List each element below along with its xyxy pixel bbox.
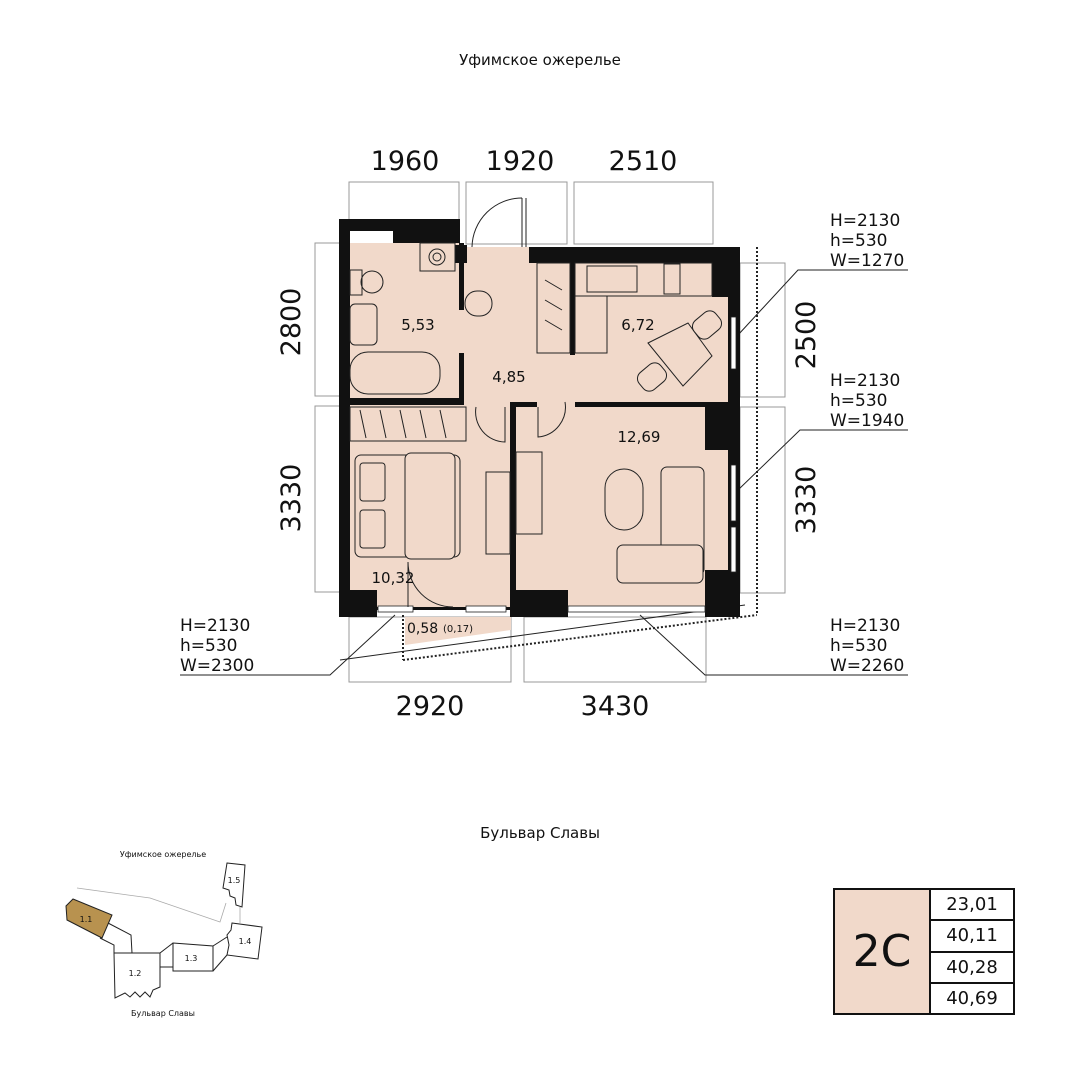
svg-text:1.3: 1.3 [185, 954, 198, 963]
bedroom-fixtures [349, 406, 511, 608]
svg-text:h=530: h=530 [830, 231, 887, 251]
svg-text:H=2130: H=2130 [830, 371, 900, 391]
svg-text:H=2130: H=2130 [830, 211, 900, 231]
room-area-kitchen: 6,72 [621, 316, 654, 334]
svg-text:W=2300: W=2300 [180, 656, 254, 676]
svg-text:1.1: 1.1 [80, 915, 93, 924]
dim-left-1: 2800 [276, 288, 307, 357]
kitchen-fixtures [536, 262, 723, 392]
balcony-floor [405, 617, 511, 645]
svg-text:h=530: h=530 [830, 636, 887, 656]
apartment-spec-table: 2С 23,01 40,11 40,28 40,69 [833, 888, 1015, 1015]
window-spec-2: H=2130 h=530 W=1940 [830, 371, 904, 431]
dim-top-3: 2510 [609, 146, 678, 177]
svg-text:h=530: h=530 [830, 391, 887, 411]
room-area-balcony-reduced: (0,17) [443, 624, 473, 635]
area-value: 40,28 [931, 953, 1013, 984]
area-value: 40,11 [931, 921, 1013, 953]
walls [339, 219, 740, 617]
living-fixtures [475, 401, 705, 584]
apartment-type: 2С [835, 890, 931, 1013]
area-value: 23,01 [931, 890, 1013, 922]
site-map: Уфимское ожерелье 1.1 1.2 1.3 1.4 1.5 Бу… [65, 850, 263, 1018]
section-1-5 [222, 862, 246, 908]
svg-text:W=1940: W=1940 [830, 411, 904, 431]
street-top-label: Уфимское ожерелье [459, 51, 621, 69]
section-1-4 [226, 922, 263, 960]
section-1-2 [113, 952, 161, 999]
room-area-balcony: 0,58 [407, 621, 438, 637]
window-leaders [180, 247, 908, 676]
room-area-living: 12,69 [618, 428, 661, 446]
svg-text:W=1270: W=1270 [830, 251, 904, 271]
area-value: 40,69 [946, 987, 998, 1009]
room-area-bathroom: 5,53 [401, 316, 434, 334]
window-spec-1: H=2130 h=530 W=1270 [830, 211, 904, 271]
dim-top-1: 1960 [371, 146, 440, 177]
svg-text:H=2130: H=2130 [830, 616, 900, 636]
section-1-1 [65, 898, 113, 939]
svg-text:1.5: 1.5 [228, 876, 241, 885]
site-map-top-label: Уфимское ожерелье [120, 850, 206, 859]
dim-right-2: 3330 [791, 466, 822, 535]
room-area-bedroom: 10,32 [372, 569, 415, 587]
window-spec-4: H=2130 h=530 W=2300 [180, 616, 254, 676]
street-bottom-label: Бульвар Славы [480, 824, 600, 842]
bathroom-fixtures [349, 242, 493, 395]
svg-text:H=2130: H=2130 [180, 616, 250, 636]
room-area-hallway: 4,85 [492, 368, 525, 386]
svg-text:1.2: 1.2 [129, 969, 142, 978]
entrance-door [471, 197, 527, 248]
svg-text:h=530: h=530 [180, 636, 237, 656]
svg-text:W=2260: W=2260 [830, 656, 904, 676]
dim-top-2: 1920 [486, 146, 555, 177]
window-spec-3: H=2130 h=530 W=2260 [830, 616, 904, 676]
dim-left-2: 3330 [276, 464, 307, 533]
dim-right-1: 2500 [791, 301, 822, 370]
svg-text:1.4: 1.4 [239, 937, 252, 946]
site-map-bottom-label: Бульвар Славы [131, 1009, 195, 1018]
dim-bottom-2: 3430 [581, 691, 650, 722]
dim-bottom-1: 2920 [396, 691, 465, 722]
